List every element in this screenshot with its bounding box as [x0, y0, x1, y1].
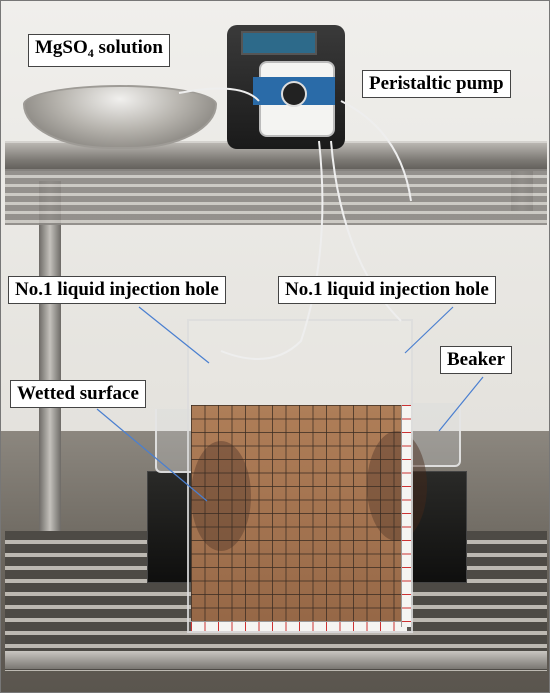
label-mgso4-prefix: MgSO: [35, 37, 88, 58]
label-mgso4-suffix: solution: [93, 37, 163, 58]
support-block-right: [411, 471, 467, 583]
pump-rotor: [281, 81, 307, 107]
label-wetted-surface: Wetted surface: [10, 380, 146, 408]
horizontal-ruler: [191, 621, 407, 631]
shelf-post-left: [39, 181, 61, 551]
glass-tank-wall: [187, 319, 413, 633]
upper-shelf-slats: [5, 169, 547, 225]
lower-shelf-edge: [5, 651, 547, 669]
label-peristaltic-pump: Peristaltic pump: [362, 70, 511, 98]
label-injection-hole-left: No.1 liquid injection hole: [8, 276, 226, 304]
tank-grid: [191, 405, 407, 627]
label-injection-hole-right: No.1 liquid injection hole: [278, 276, 496, 304]
label-mgso4-solution: MgSO4 solution: [28, 34, 170, 67]
pump-display: [241, 31, 317, 55]
label-mgso4-subscript: 4: [87, 46, 94, 60]
label-beaker: Beaker: [440, 346, 513, 374]
vertical-ruler: [401, 405, 411, 627]
steel-bowl: [23, 85, 217, 149]
